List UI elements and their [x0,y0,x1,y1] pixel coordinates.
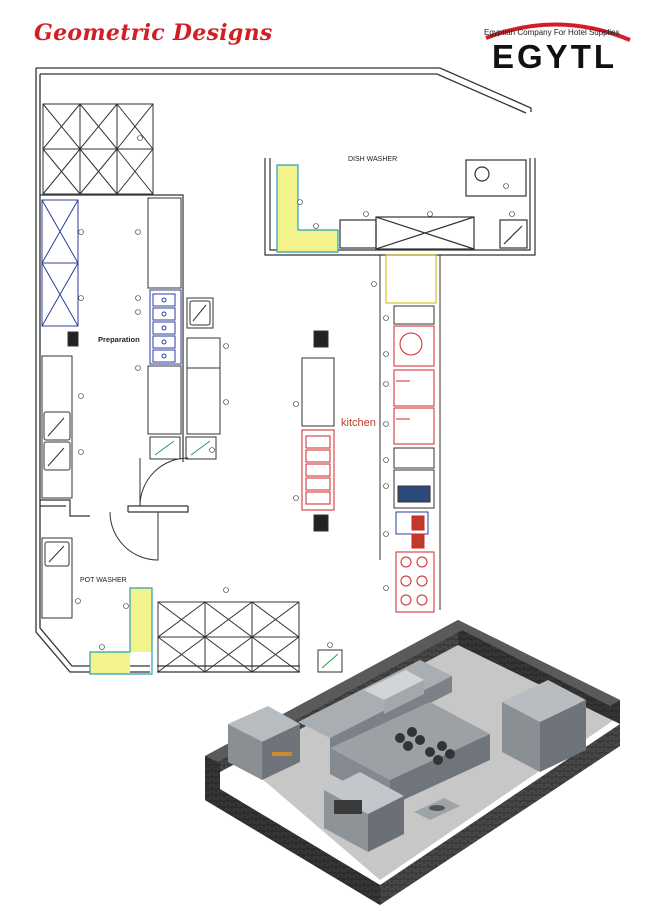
prep-blue-rack [149,289,182,365]
prep-green-sinks [149,436,217,460]
logo-tagline: Egyptian Company For Hotel Supplies [484,28,620,37]
dish-washer-label: DISH WASHER [348,156,397,163]
dish-washer-area [264,158,536,256]
partition-wall [40,499,189,517]
preparation-label: Preparation [98,335,140,344]
pot-washer-l-sink [89,587,153,675]
prep-left-counter [41,331,79,499]
cold-room-bottom [157,601,300,673]
cooking-line-grey [393,305,435,509]
prep-sinks [186,297,214,329]
logo-arc-icon [485,22,631,42]
kitchen-island [301,330,335,532]
brand-title: Geometric Designs [34,20,273,46]
cold-room-top [42,103,154,195]
floor-sink [317,649,343,673]
door-swings [109,457,189,561]
kitchen-3d-render [205,620,620,905]
pot-washer-sink [41,537,73,619]
kitchen-island-rack [301,429,335,511]
dish-washer-l-sink [276,164,339,253]
pot-washer-label: POT WASHER [80,577,127,584]
company-logo: Egyptian Company For Hotel Supplies EGYT… [478,14,638,75]
kitchen-corridor [379,254,441,610]
equipment-markers [75,135,515,650]
prep-left-benches [41,199,79,327]
kitchen-label: kitchen [341,417,376,429]
prep-center-tables [147,197,221,435]
prep-room-wall [40,194,184,462]
logo-wordmark: EGYTL [492,38,618,75]
cooking-line [393,325,435,613]
